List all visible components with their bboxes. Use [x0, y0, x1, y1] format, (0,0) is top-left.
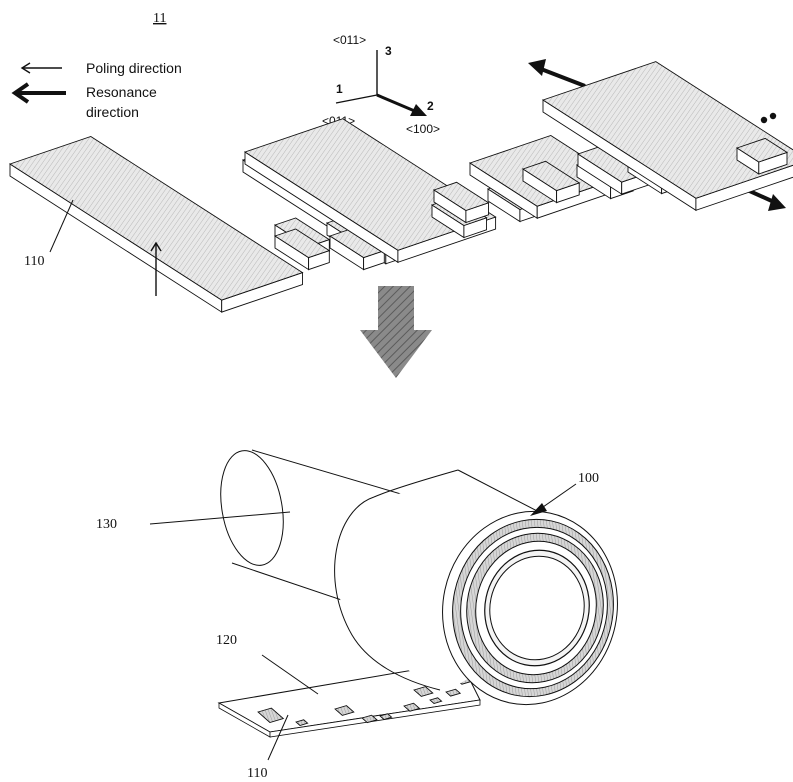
- axis2-direction: <100>: [406, 122, 440, 136]
- substrate-beam-8: [295, 719, 309, 727]
- substrate-beam-9: [379, 713, 393, 721]
- poling-direction-arrow-icon: [20, 62, 62, 74]
- axis2-number: 2: [427, 99, 434, 113]
- beam-bottom-ref-label: 110: [247, 766, 267, 781]
- axis3-direction: <011>: [333, 33, 366, 47]
- label-120-leader-line: [261, 654, 319, 695]
- beam-4: [273, 228, 331, 271]
- substrate-beam-2: [334, 705, 355, 716]
- resonance-direction-arrow-icon: [11, 82, 66, 104]
- label-130-leader-line: [149, 511, 291, 525]
- substrate-beam-5: [413, 686, 434, 697]
- substrate-beam-4: [403, 702, 421, 712]
- beam-top-face: [273, 228, 331, 259]
- axis1-number: 1: [336, 82, 343, 96]
- poling-direction-label: Poling direction: [86, 60, 182, 76]
- substrate-beam-10: [429, 697, 443, 705]
- substrate-beam-1: [257, 707, 285, 724]
- beam-1: [8, 136, 304, 313]
- resonance-direction-label-line1: Resonance: [86, 84, 157, 100]
- rolled-device-ref-label: 100: [578, 471, 599, 486]
- substrate-beam-3: [361, 714, 378, 724]
- beam-top-leader-line: [49, 199, 74, 253]
- beam-top-face: [8, 136, 304, 301]
- label-100-arrow-icon: [530, 483, 577, 516]
- legend: Poling direction Resonance direction: [11, 60, 182, 120]
- roll-end-face: [442, 510, 618, 706]
- beam-16: [541, 61, 793, 212]
- transform-arrow-down-icon: [360, 286, 432, 378]
- label-110-bottom-leader-line: [267, 714, 289, 761]
- beam-top-face: [735, 137, 789, 163]
- beam-9: [432, 181, 490, 224]
- beam-top-face: [432, 181, 490, 211]
- substrate-beam-array: [257, 675, 473, 727]
- beam-top-ref-label: 110: [24, 254, 44, 269]
- resonance-arrow-upper-icon: [528, 59, 586, 88]
- substrate-ref-label: 120: [216, 633, 237, 648]
- ellipsis-dots-icon: [760, 112, 777, 124]
- poling-arrow-on-beam-icon: [150, 241, 162, 296]
- beam-6: [328, 228, 386, 271]
- beam-top-face: [541, 61, 793, 199]
- cantilever-beam-array: [8, 61, 793, 313]
- cylinder-ref-label: 130: [96, 517, 117, 532]
- rolled-device: [149, 449, 618, 761]
- beam-12: [521, 160, 581, 204]
- beam-top-face: [521, 160, 581, 192]
- axis3-number: 3: [385, 44, 392, 58]
- figure-label: 11: [153, 11, 166, 26]
- resonance-direction-label-line2: direction: [86, 104, 139, 120]
- substrate-beam-6: [445, 688, 462, 697]
- beam-17: [735, 137, 789, 175]
